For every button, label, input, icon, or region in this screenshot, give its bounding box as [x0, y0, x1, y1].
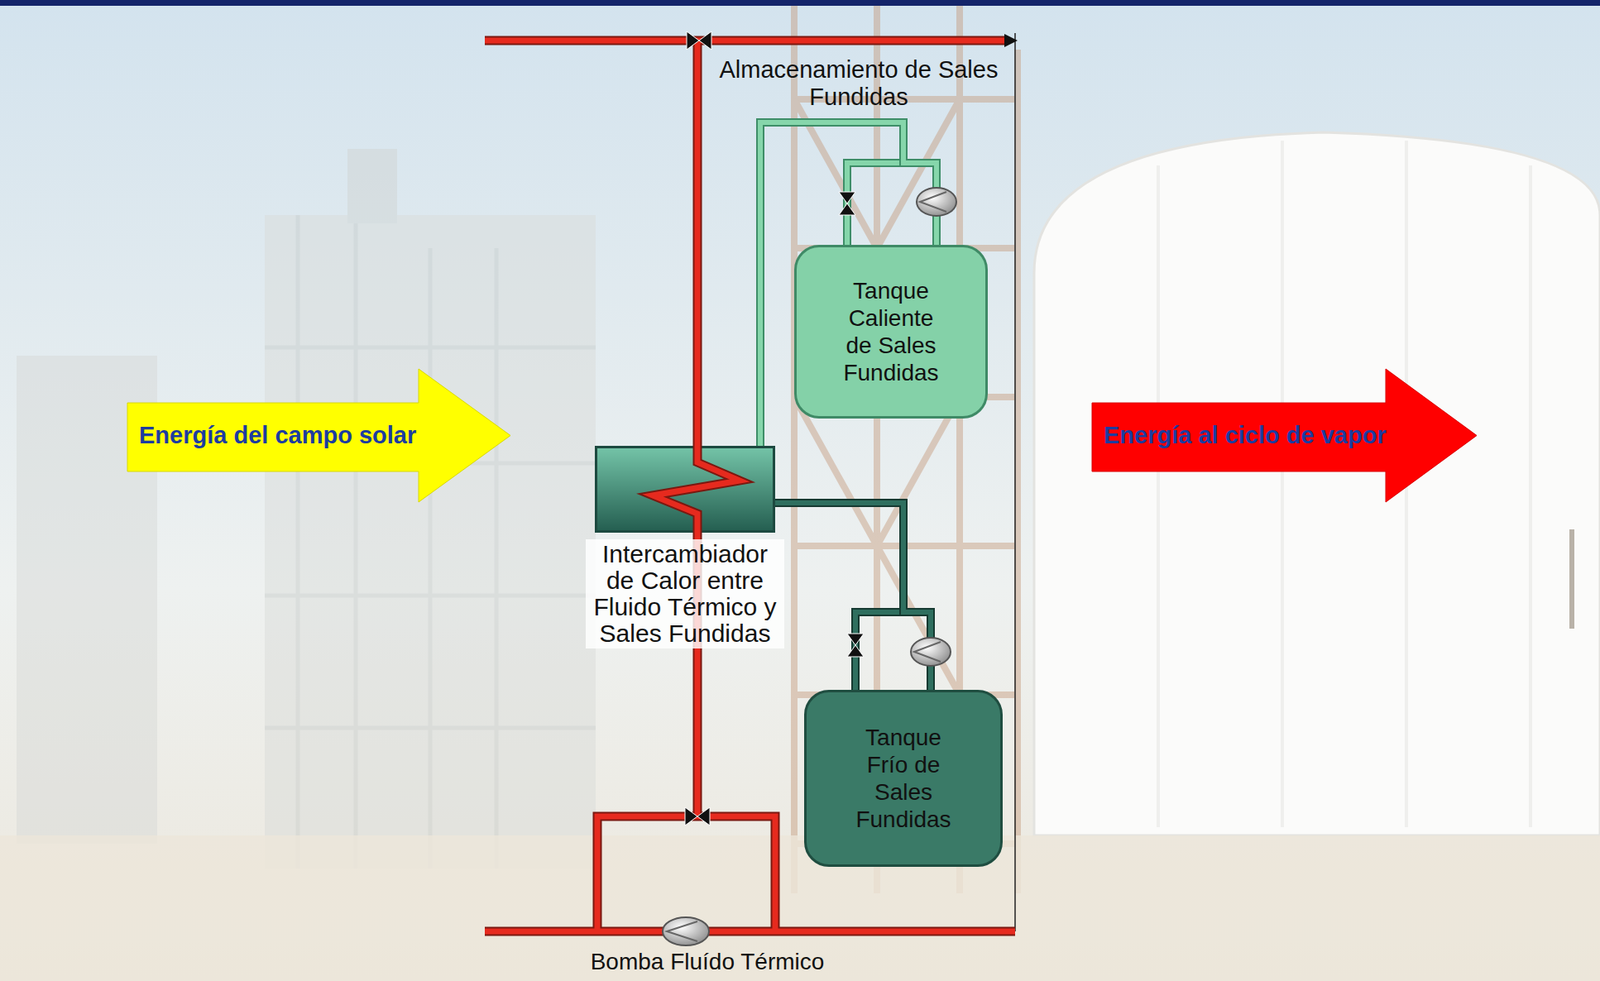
exchanger-caption: Intercambiador de Calor entre Fluido Tér…	[585, 539, 785, 649]
exchanger-shape	[594, 445, 776, 533]
energy-output-arrow: Energía al ciclo de vapor	[1092, 368, 1477, 503]
valve-symbol	[685, 807, 710, 826]
hot-storage-tank: Tanque Caliente de Sales Fundidas	[794, 244, 988, 419]
heat-exchanger: Intercambiador de Calor entre Fluido Tér…	[594, 445, 776, 533]
ground	[0, 835, 1600, 981]
arrow-outline	[127, 368, 511, 503]
valve-symbol	[847, 633, 864, 657]
pump-symbol	[910, 637, 951, 666]
valve-symbol	[686, 31, 712, 50]
storage-tanks-photo	[1034, 132, 1600, 836]
tank-label: Tanque Caliente de Sales Fundidas	[833, 277, 949, 387]
pipe-branches	[847, 162, 904, 690]
arrow-outline	[1092, 368, 1477, 503]
pipe-branch-outline	[847, 162, 904, 245]
pump-symbol	[662, 917, 709, 946]
pipe-branch-outline	[855, 612, 904, 690]
cold-storage-tank: Tanque Frío de Sales Fundidas	[804, 689, 1003, 868]
exchanger-coil-outline	[652, 445, 740, 533]
pipe-branch	[855, 612, 904, 690]
left-structures	[16, 148, 596, 869]
pipe-connector	[775, 502, 931, 690]
valve-symbol	[838, 191, 856, 216]
top-bar	[0, 0, 1600, 6]
arrow-label: Energía del campo solar	[127, 421, 417, 450]
panel-edge-line	[1014, 33, 1016, 932]
exchanger-coil	[652, 445, 740, 533]
energy-input-arrow: Energía del campo solar	[127, 368, 511, 503]
arrow-label: Energía al ciclo de vapor	[1092, 421, 1387, 450]
pump-label: Bomba Fluído Térmico	[558, 949, 857, 975]
pump-symbol	[916, 187, 957, 216]
flow-arrowhead	[1004, 33, 1018, 48]
tank-label: Tanque Frío de Sales Fundidas	[845, 723, 962, 834]
thermal-fluid-pipe	[484, 40, 1016, 932]
storage-system-label: Almacenamiento de Sales Fundidas	[709, 56, 1008, 111]
pipe-branch	[847, 162, 904, 245]
exchanger-label: Intercambiador de Calor entre Fluido Tér…	[585, 539, 785, 649]
